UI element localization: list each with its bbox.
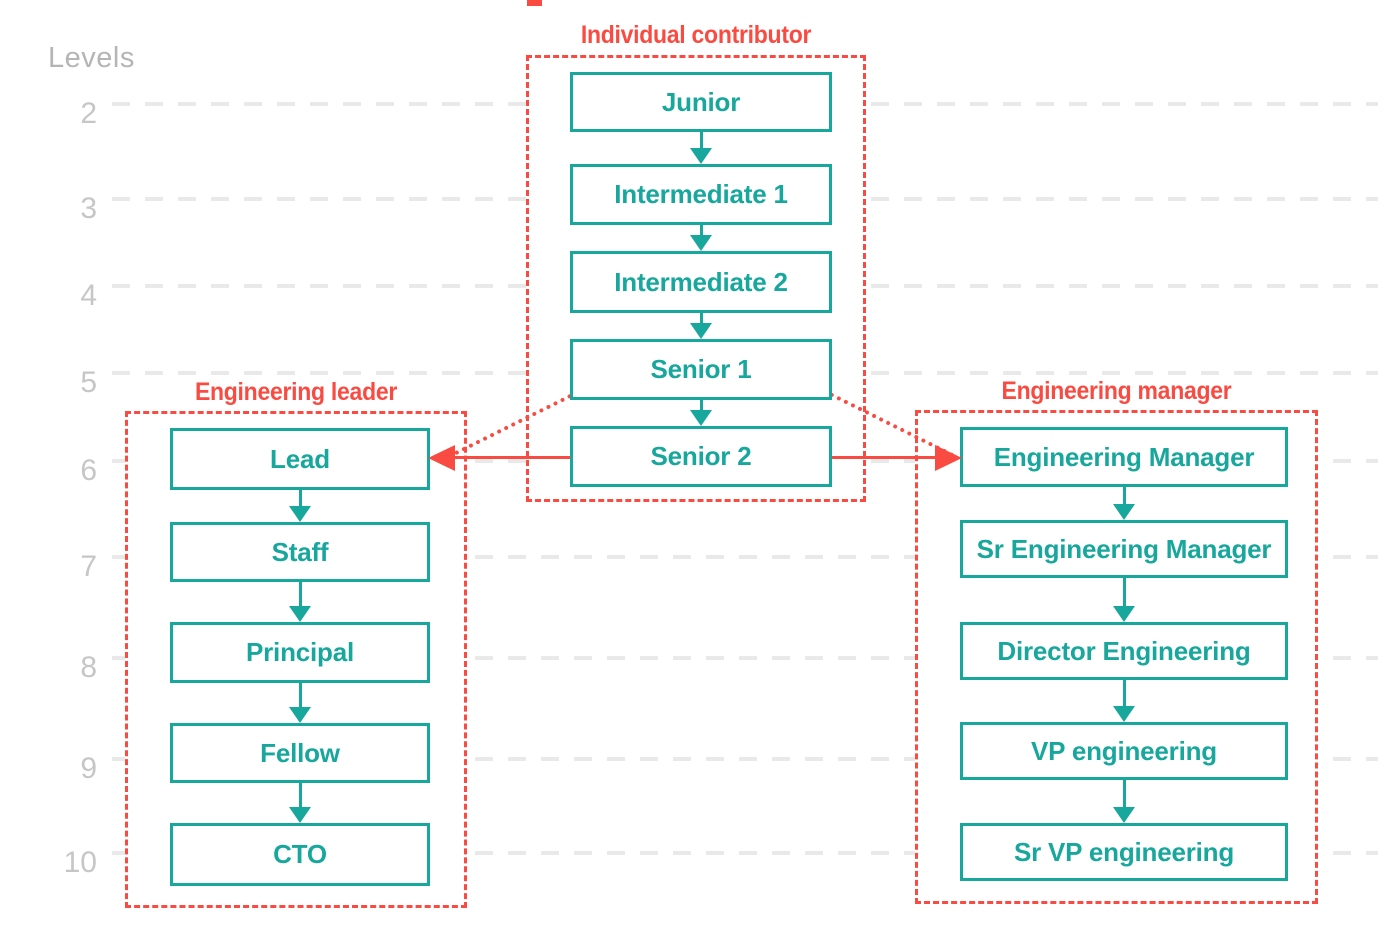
arrow-staff-to-principal <box>289 582 311 622</box>
node-senior-2: Senior 2 <box>570 426 832 487</box>
node-senior-2-label: Senior 2 <box>650 441 752 471</box>
arrow-shaft <box>1122 680 1126 706</box>
arrow-em-to-srem <box>1113 487 1135 520</box>
arrow-down-icon <box>690 235 712 251</box>
axis-tick-label-10: 10 <box>63 846 97 879</box>
arrow-down-icon <box>1113 504 1135 520</box>
arrow-junior-to-intermediate1 <box>690 132 712 164</box>
axis-tick-label-6: 6 <box>80 454 97 487</box>
gridline-level-8 <box>112 656 1378 660</box>
node-junior: Junior <box>570 72 832 132</box>
node-director-engineering-label: Director Engineering <box>997 635 1251 666</box>
arrow-fellow-to-cto <box>289 783 311 823</box>
node-principal-label: Principal <box>245 637 354 667</box>
gridline-level-7 <box>112 555 1378 559</box>
axis-tick-label-7: 7 <box>80 550 97 583</box>
node-vp-engineering-label: VP engineering <box>1031 735 1217 766</box>
node-fellow-label: Fellow <box>260 737 340 768</box>
node-staff: Staff <box>170 522 430 582</box>
group-label-engineering-manager: Engineering manager <box>1001 377 1232 405</box>
arrow-shaft <box>1122 578 1126 606</box>
node-intermediate-1: Intermediate 1 <box>570 164 832 225</box>
arrow-down-icon <box>289 707 311 723</box>
arrow-down-icon <box>289 606 311 622</box>
node-engineering-manager-label: Engineering Manager <box>993 441 1255 472</box>
arrowhead-to-engineering-manager <box>935 445 962 471</box>
node-senior-1: Senior 1 <box>570 339 832 400</box>
arrow-director-to-vp <box>1113 680 1135 722</box>
arrow-down-icon <box>289 506 311 522</box>
node-sr-vp-engineering-label: Sr VP engineering <box>1013 836 1235 867</box>
arrow-shaft <box>298 783 302 807</box>
axis-tick-label-3: 3 <box>80 192 97 225</box>
node-lead-label: Lead <box>270 443 330 474</box>
node-sr-engineering-manager: Sr Engineering Manager <box>960 520 1288 578</box>
arrow-down-icon <box>1113 606 1135 622</box>
node-intermediate-2: Intermediate 2 <box>570 251 832 313</box>
node-intermediate-2-label: Intermediate 2 <box>614 266 788 297</box>
node-senior-1-label: Senior 1 <box>650 354 752 384</box>
node-junior-label: Junior <box>661 86 741 117</box>
node-intermediate-1-label: Intermediate 1 <box>614 179 788 209</box>
arrow-down-icon <box>1113 706 1135 722</box>
arrow-senior1-to-senior2 <box>690 400 712 426</box>
group-label-engineering-leader: Engineering leader <box>194 378 398 406</box>
arrow-srem-to-director <box>1113 578 1135 622</box>
arrow-shaft <box>699 400 703 410</box>
arrow-shaft <box>298 490 302 506</box>
arrow-down-icon <box>690 148 712 164</box>
arrow-shaft <box>298 683 302 707</box>
node-director-engineering: Director Engineering <box>960 622 1288 680</box>
connector-senior2-to-lead <box>432 456 572 459</box>
arrow-principal-to-fellow <box>289 683 311 723</box>
node-lead: Lead <box>170 428 430 490</box>
arrow-intermediate2-to-senior1 <box>690 313 712 339</box>
node-sr-engineering-manager-label: Sr Engineering Manager <box>976 533 1272 564</box>
arrow-intermediate1-to-intermediate2 <box>690 225 712 251</box>
arrow-down-icon <box>690 323 712 339</box>
axis-tick-label-5: 5 <box>80 366 97 399</box>
axis-title: Levels <box>48 42 135 74</box>
node-staff-label: Staff <box>271 536 329 567</box>
node-principal: Principal <box>170 622 430 683</box>
axis-tick-label-4: 4 <box>80 279 97 312</box>
arrow-shaft <box>699 132 703 148</box>
axis-tick-label-2: 2 <box>80 97 97 130</box>
node-fellow: Fellow <box>170 723 430 783</box>
arrow-vp-to-srvp <box>1113 780 1135 823</box>
arrow-shaft <box>699 313 703 323</box>
axis-tick-label-8: 8 <box>80 651 97 684</box>
arrow-shaft <box>699 225 703 235</box>
arrow-down-icon <box>1113 807 1135 823</box>
gridline-level-9 <box>112 757 1378 761</box>
arrow-shaft <box>1122 780 1126 807</box>
node-engineering-manager: Engineering Manager <box>960 427 1288 487</box>
axis-tick-label-9: 9 <box>80 752 97 785</box>
cropped-title-fragment <box>527 0 542 6</box>
arrow-shaft <box>1122 487 1126 504</box>
arrow-lead-to-staff <box>289 490 311 522</box>
node-cto-label: CTO <box>273 839 327 869</box>
arrow-down-icon <box>690 410 712 426</box>
node-sr-vp-engineering: Sr VP engineering <box>960 823 1288 881</box>
node-cto: CTO <box>170 823 430 886</box>
gridline-level-10 <box>112 851 1378 855</box>
arrow-down-icon <box>289 807 311 823</box>
arrowhead-to-lead <box>428 445 455 471</box>
connector-senior2-to-engineering-manager <box>830 456 958 459</box>
node-vp-engineering: VP engineering <box>960 722 1288 780</box>
group-label-individual-contributor: Individual contributor <box>580 21 812 49</box>
arrow-shaft <box>298 582 302 606</box>
